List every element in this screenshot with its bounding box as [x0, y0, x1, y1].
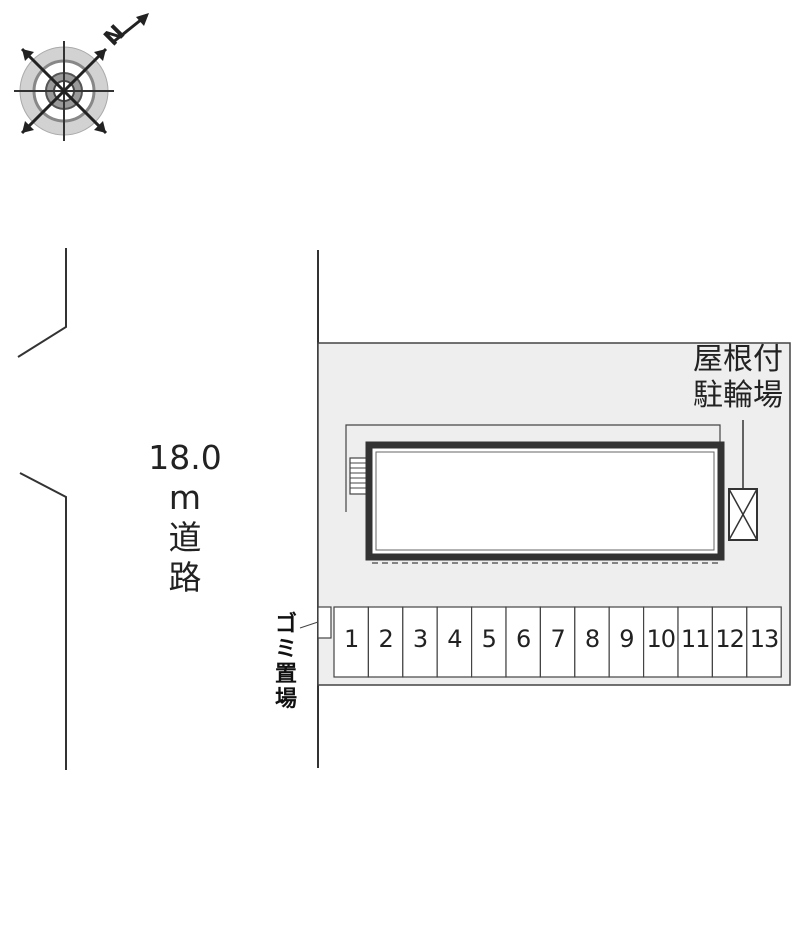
garbage-label-char: ゴ	[274, 612, 297, 637]
garbage-label: ゴ ミ 置 場	[272, 612, 300, 712]
parking-slot-number: 13	[749, 625, 780, 653]
parking-slot	[367, 606, 404, 678]
parking-slot-number: 8	[584, 625, 600, 653]
parking-slot	[539, 606, 576, 678]
parking-slot-number: 3	[412, 625, 428, 653]
parking-slot-number: 7	[550, 625, 565, 653]
parking-slot	[574, 606, 610, 678]
parking-slot	[642, 606, 679, 678]
parking-slot-number: 9	[619, 625, 634, 653]
garbage-label-char: ミ	[274, 637, 297, 662]
road-name-1: 道	[168, 518, 202, 557]
parking-slot-number: 5	[481, 625, 497, 653]
parking-slot	[436, 606, 473, 678]
garbage-label-char: 場	[274, 687, 297, 712]
parking-slot	[711, 606, 748, 678]
parking-slot-number: 1	[344, 625, 359, 653]
parking-slot	[505, 606, 542, 678]
bicycle-parking-label: 屋根付 駐輪場	[682, 342, 794, 414]
parking-slots	[333, 606, 782, 678]
bicycle-parking-label-line2: 駐輪場	[693, 378, 783, 413]
building	[365, 441, 725, 561]
road-label: 18.0 m 道 路	[130, 438, 240, 598]
garbage-area	[299, 606, 332, 639]
road-width-label: 18.0	[148, 438, 222, 477]
road-edge-left	[17, 248, 67, 770]
bicycle-parking	[728, 420, 758, 541]
road-name-2: 路	[168, 558, 202, 597]
building-eaves-outline	[345, 424, 721, 512]
compass-north-letter: N	[100, 21, 131, 52]
garbage-label-char: 置	[274, 662, 297, 687]
parking-slot-number: 10	[646, 625, 677, 653]
parking-slot	[333, 606, 370, 678]
parking-slot	[746, 606, 782, 678]
parking-slot	[608, 606, 645, 678]
parking-slot-number: 6	[516, 625, 531, 653]
parking-slot-number: 4	[447, 625, 462, 653]
road-width-unit: m	[168, 478, 202, 517]
parking-slot-number: 2	[378, 625, 393, 653]
parking-slot-number: 11	[680, 625, 711, 653]
parking-slot-number: 12	[715, 625, 745, 653]
bicycle-parking-label-line1: 屋根付	[693, 342, 783, 377]
compass-icon	[14, 13, 149, 141]
